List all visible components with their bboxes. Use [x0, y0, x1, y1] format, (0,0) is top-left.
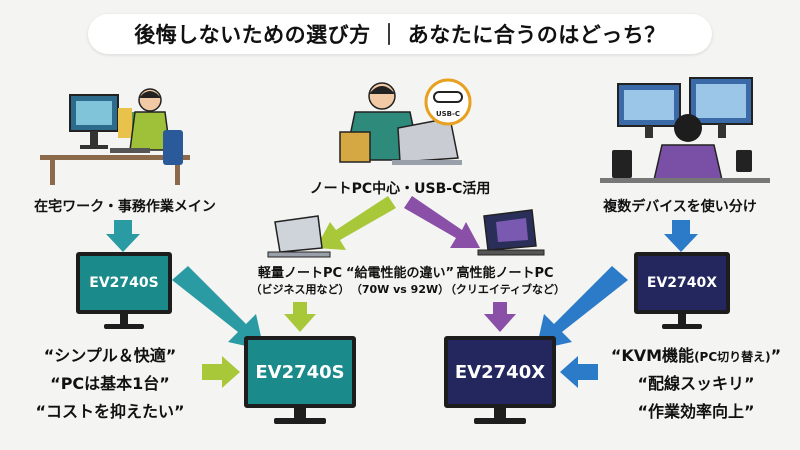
person-multi-monitor-icon — [600, 77, 770, 183]
persona-left-label: 在宅ワーク・事務作業メイン — [34, 199, 216, 215]
light-laptop-title: 軽量ノートPC — [257, 266, 343, 281]
high-laptop-sub: （クリエイティブなど） — [444, 283, 566, 296]
person-laptop-icon — [339, 78, 472, 165]
arrow-right-down — [664, 220, 698, 252]
quote-right-kvm: “KVM機能(PC切り替え)” — [598, 342, 794, 366]
quote-left-2: “PCは基本1台” — [50, 374, 170, 393]
arrow-light-down — [284, 302, 316, 332]
monitor-big-left-screen: EV2740S — [244, 336, 356, 408]
power-diff-label: “給電性能の違い” （70W vs 92W） — [340, 262, 460, 297]
light-laptop-label: 軽量ノートPC （ビジネス用など） — [240, 262, 360, 297]
high-laptop-title: 高性能ノートPC — [456, 266, 554, 281]
page-title: 後悔しないための選び方 ｜ あなたに合うのはどっち？ — [88, 14, 712, 54]
power-diff-title: “給電性能の違い” — [345, 266, 455, 281]
quote-left-3: “コストを抑えたい” — [35, 402, 185, 421]
high-laptop-label: 高性能ノートPC （クリエイティブなど） — [440, 262, 570, 297]
person-desk-icon — [40, 88, 190, 185]
monitor-small-left: EV2740S — [76, 252, 172, 330]
arrow-left-diagonal — [172, 266, 264, 350]
monitor-big-right-screen: EV2740X — [444, 336, 556, 408]
monitor-small-right-screen: EV2740X — [634, 252, 730, 314]
persona-center-label: ノートPC中心・USB-C活用 — [309, 181, 491, 197]
monitor-big-left: EV2740S — [244, 336, 356, 426]
quote-right-wiring: “配線スッキリ” — [637, 374, 755, 393]
quote-right-efficiency: “作業効率向上” — [637, 402, 755, 421]
quote-kvm-end: ” — [770, 346, 782, 365]
light-laptop-sub: （ビジネス用など） — [250, 283, 350, 296]
arrow-left-down — [106, 220, 140, 252]
quote-left-1: “シンプル＆快適” — [43, 346, 177, 365]
persona-right-label: 複数デバイスを使い分け — [603, 199, 757, 215]
arrow-left-quotes — [202, 356, 240, 388]
arrow-center-right — [404, 196, 480, 248]
laptop-icon — [267, 215, 331, 258]
monitor-big-right: EV2740X — [444, 336, 556, 426]
monitor-small-left-screen: EV2740S — [76, 252, 172, 314]
arrow-right-quotes — [560, 356, 598, 388]
quote-kvm-main: “KVM機能 — [610, 346, 695, 365]
laptop-icon — [477, 209, 545, 256]
quote-kvm-sub: (PC切り替え) — [694, 350, 771, 364]
arrow-right-diagonal — [536, 266, 628, 350]
arrow-high-down — [484, 302, 516, 332]
usb-badge-text: USB-C — [436, 110, 460, 118]
arrow-center-left — [316, 196, 396, 250]
power-diff-sub: （70W vs 92W） — [350, 283, 450, 296]
monitor-small-right: EV2740X — [634, 252, 730, 330]
